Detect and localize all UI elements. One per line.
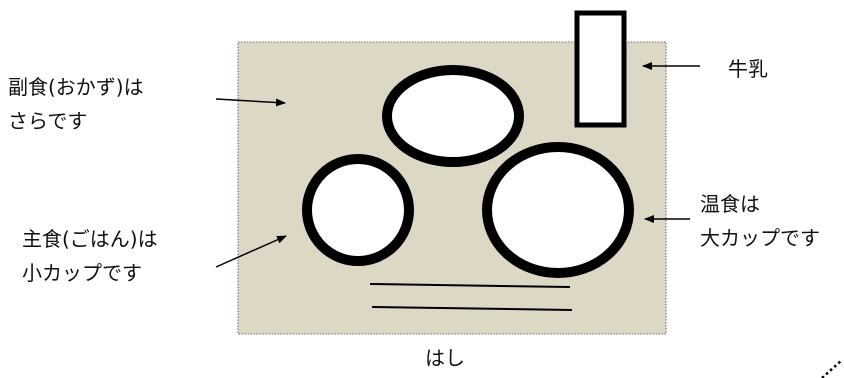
- chopstick-bottom: [371, 306, 573, 311]
- hot-dish-large-cup: [482, 142, 634, 278]
- chopsticks-label: はし: [425, 341, 465, 375]
- main-dish-small-cup: [302, 154, 414, 266]
- side-dish-plate: [382, 65, 524, 167]
- hot-dish-label-line2: 大カップです: [700, 226, 820, 250]
- chopsticks-label-line1: はし: [425, 346, 465, 370]
- milk-label-line1: 牛乳: [728, 57, 768, 81]
- side-dish-label-line1: 副食(おかず)は: [8, 75, 144, 99]
- arrow-side-dish: [215, 98, 286, 107]
- main-dish-label-line2: 小カップです: [22, 261, 142, 285]
- main-dish-label-line1: 主食(ごはん)は: [22, 227, 158, 251]
- milk-label: 牛乳: [728, 52, 768, 86]
- corner-dotted-mark: [821, 359, 843, 378]
- milk-carton: [574, 10, 627, 128]
- hot-dish-label: 温食は 大カップです: [700, 187, 820, 255]
- arrow-main-dish: [215, 235, 287, 268]
- hot-dish-label-line1: 温食は: [700, 192, 760, 216]
- side-dish-label: 副食(おかず)は さらです: [8, 70, 144, 138]
- chopstick-top: [369, 283, 571, 288]
- main-dish-label: 主食(ごはん)は 小カップです: [22, 222, 158, 290]
- side-dish-label-line2: さらです: [8, 109, 88, 133]
